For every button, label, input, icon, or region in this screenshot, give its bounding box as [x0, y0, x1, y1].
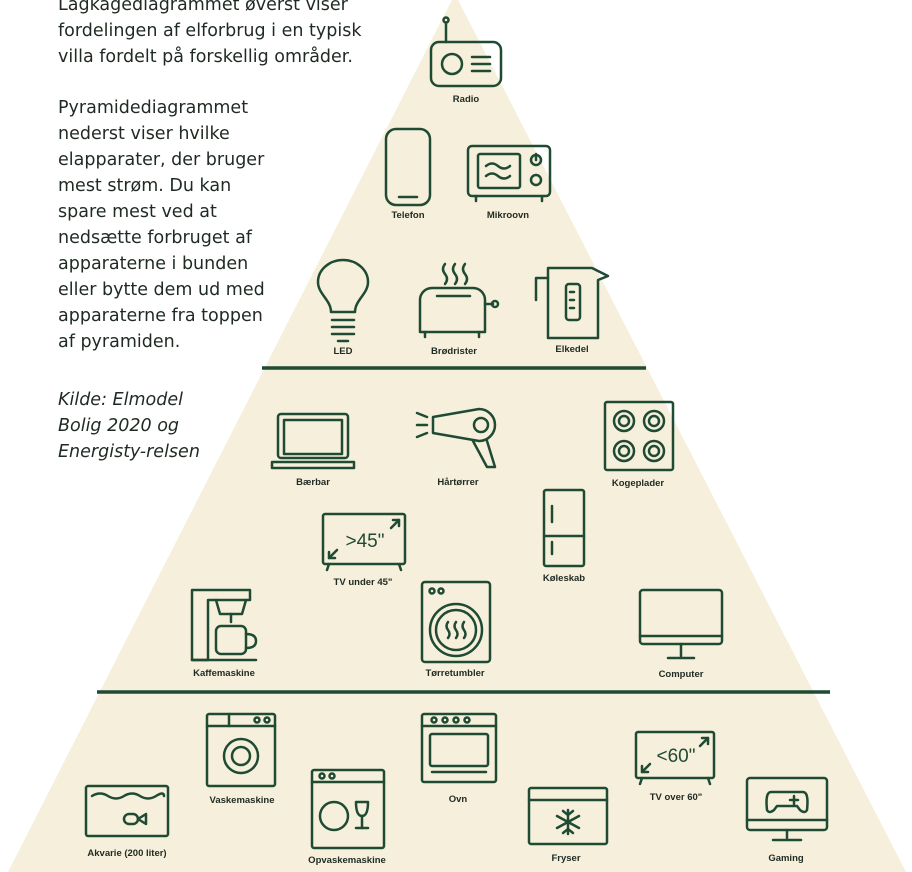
label-vaskemaskine: Vaskemaskine — [209, 795, 275, 806]
radio-icon — [428, 15, 504, 90]
toaster-icon — [415, 262, 500, 339]
tv-large-screen-text: <60" — [657, 746, 696, 767]
label-fryser: Fryser — [551, 853, 581, 864]
phone-icon — [384, 127, 432, 207]
tv-small-icon: >45" — [321, 512, 407, 572]
label-hartorrer: Hårtørrer — [437, 477, 479, 488]
tv-small-screen-text: >45" — [346, 531, 385, 552]
fridge-icon — [542, 488, 586, 570]
label-ovn: Ovn — [448, 794, 468, 805]
label-gaming: Gaming — [768, 853, 804, 864]
tv-large-icon: <60" — [634, 730, 716, 786]
label-tv-over-60: TV over 60" — [649, 792, 703, 803]
label-radio: Radio — [452, 94, 480, 105]
bulb-icon — [316, 258, 370, 344]
gaming-icon — [745, 776, 829, 844]
label-led: LED — [333, 346, 353, 357]
label-opvaskemaskine: Opvaskemaskine — [308, 855, 386, 866]
dishwasher-icon — [310, 768, 386, 850]
dryer-icon — [420, 580, 492, 664]
label-akvarie: Akvarie (200 liter) — [87, 848, 167, 859]
freezer-icon — [527, 786, 609, 848]
label-tv-under-45: TV under 45" — [333, 577, 393, 588]
aquarium-icon — [84, 784, 170, 840]
label-torretumbler: Tørretumbler — [425, 668, 485, 679]
intro-paragraph-pyramid: Pyramidediagrammet nederst viser hvilke … — [58, 98, 265, 352]
intro-paragraph-pie: Lagkagediagrammet øverst viser fordeling… — [58, 0, 362, 67]
label-koleskab: Køleskab — [542, 573, 586, 584]
kettle-icon — [530, 260, 612, 342]
oven-icon — [420, 712, 498, 786]
label-elkedel: Elkedel — [555, 344, 589, 355]
label-mikroovn: Mikroovn — [486, 210, 530, 221]
cooktop-icon — [603, 400, 675, 472]
label-kogeplader: Kogeplader — [611, 478, 665, 489]
label-telefon: Telefon — [391, 210, 425, 221]
label-baerbar: Bærbar — [296, 477, 330, 488]
source-note: Kilde: Elmodel Bolig 2020 og Energisty-r… — [58, 390, 200, 462]
hairdryer-icon — [415, 405, 501, 469]
microwave-icon — [466, 144, 552, 203]
monitor-icon — [638, 588, 724, 664]
label-brodrister: Brødrister — [431, 346, 477, 357]
label-computer: Computer — [658, 669, 704, 680]
coffee-maker-icon — [190, 588, 262, 664]
label-kaffemaskine: Kaffemaskine — [193, 668, 255, 679]
washing-machine-icon — [205, 712, 277, 790]
laptop-icon — [270, 412, 356, 472]
